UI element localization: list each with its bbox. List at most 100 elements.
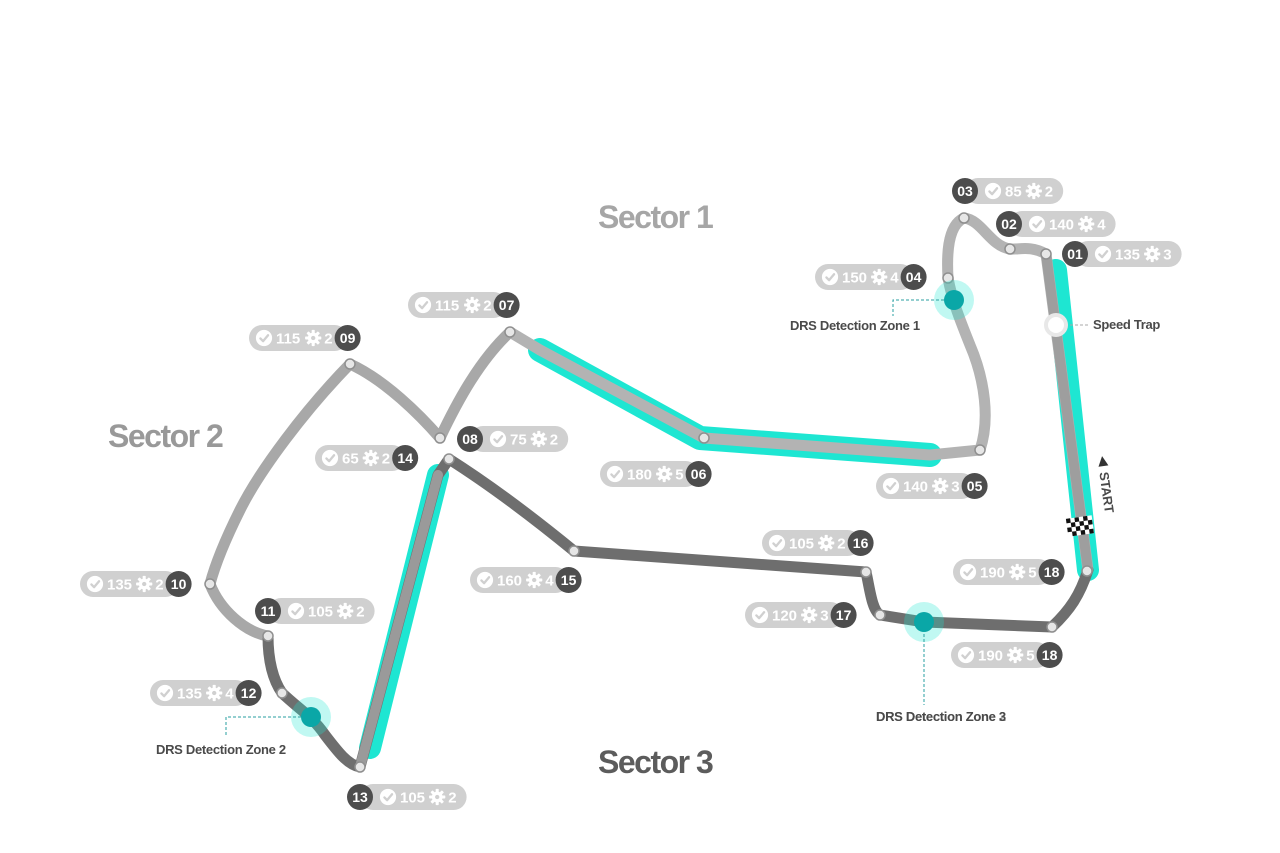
corner-number-badge bbox=[1036, 642, 1063, 668]
corner-dot-18b bbox=[1081, 565, 1093, 577]
corner-number-badge bbox=[347, 784, 373, 810]
corner-gear: 4 bbox=[890, 270, 899, 287]
gear-icon bbox=[526, 571, 543, 589]
drs-detection-1: DRS Detection Zone 1 bbox=[790, 280, 974, 333]
corner-gear: 2 bbox=[448, 790, 456, 807]
gear-icon bbox=[871, 268, 888, 286]
gear-icon bbox=[932, 477, 949, 495]
corner-number: 16 bbox=[853, 535, 869, 551]
corner-dot-06 bbox=[698, 432, 710, 444]
gear-icon bbox=[429, 788, 446, 806]
corner-number: 15 bbox=[561, 572, 577, 588]
corner-pill bbox=[315, 445, 406, 471]
corner-speed: 115 bbox=[435, 298, 459, 315]
corner-number-badge bbox=[1038, 559, 1065, 585]
corner-dot-08 bbox=[434, 432, 446, 444]
corner-gear: 2 bbox=[550, 432, 558, 449]
corner-gear: 5 bbox=[1026, 648, 1034, 665]
corner-speed: 115 bbox=[276, 331, 300, 348]
corner-number: 13 bbox=[352, 789, 368, 805]
track-sector-3-straight bbox=[355, 470, 443, 772]
sector-2-label: Sector 2 bbox=[108, 418, 223, 454]
corner-pill bbox=[249, 325, 348, 351]
speed-trap-marker: Speed Trap bbox=[1044, 313, 1161, 337]
speed-icon bbox=[1094, 245, 1112, 263]
corner-pill bbox=[600, 461, 699, 487]
corner-pill bbox=[470, 567, 569, 593]
corner-number: 03 bbox=[957, 183, 973, 199]
corner-gear: 2 bbox=[356, 604, 364, 621]
corner-speed: 105 bbox=[789, 536, 814, 553]
corner-number: 14 bbox=[397, 450, 413, 466]
corner-number-badge bbox=[255, 598, 281, 624]
corner-gear: 5 bbox=[675, 467, 683, 484]
corner-speed: 105 bbox=[400, 790, 425, 807]
corner-number-badge bbox=[334, 325, 361, 351]
drs-detection-3-label: DRS Detection Zone 3 bbox=[876, 709, 1006, 724]
speed-icon bbox=[321, 449, 339, 467]
gear-icon bbox=[1144, 245, 1161, 263]
speed-icon bbox=[379, 788, 397, 806]
speed-icon bbox=[751, 606, 769, 624]
corner-number-badge bbox=[847, 530, 874, 556]
speed-icon bbox=[255, 329, 273, 347]
gear-icon bbox=[1078, 215, 1095, 233]
track-sector-2 bbox=[204, 326, 516, 642]
drs-detection-2: DRS Detection Zone 2 bbox=[156, 697, 331, 757]
corner-number-badge bbox=[555, 567, 582, 593]
gear-icon bbox=[305, 329, 322, 347]
corner-speed: 140 bbox=[903, 479, 928, 496]
corner-gear: 2 bbox=[382, 451, 390, 468]
corner-speed: 190 bbox=[978, 648, 1003, 665]
gear-icon bbox=[1007, 646, 1024, 664]
corner-dot-13 bbox=[354, 761, 366, 773]
corner-gear: 3 bbox=[1163, 247, 1171, 264]
corner-number-badge bbox=[493, 292, 520, 318]
corner-number-badge bbox=[392, 445, 419, 471]
corner-number-badge bbox=[996, 211, 1022, 237]
corner-pill bbox=[80, 571, 179, 597]
corner-number: 07 bbox=[499, 297, 515, 313]
corner-pill bbox=[762, 530, 861, 556]
speed-icon bbox=[821, 268, 839, 286]
drs-detection-2b-label: DRS Detection Zone 2 bbox=[876, 709, 1006, 724]
corner-dot-16 bbox=[860, 566, 872, 578]
corner-number: 10 bbox=[171, 576, 187, 592]
start-text: START bbox=[1096, 471, 1117, 514]
corner-gear: 3 bbox=[951, 479, 959, 496]
corner-speed: 135 bbox=[107, 577, 132, 594]
corner-dot-09 bbox=[344, 358, 356, 370]
corner-gear: 2 bbox=[483, 298, 491, 315]
corner-gear: 2 bbox=[324, 331, 332, 348]
corner-gear: 2 bbox=[1045, 184, 1053, 201]
corner-dot-12 bbox=[276, 687, 288, 699]
corner-number: 06 bbox=[691, 466, 707, 482]
corner-number-badge bbox=[457, 426, 483, 452]
corner-dots bbox=[204, 212, 1093, 773]
corner-number-badge bbox=[900, 264, 927, 290]
corner-speed: 135 bbox=[1115, 247, 1140, 264]
corner-gear: 4 bbox=[545, 573, 554, 590]
corner-dot-18a bbox=[1046, 621, 1058, 633]
corner-pill bbox=[745, 602, 844, 628]
corner-dot-02 bbox=[1004, 243, 1016, 255]
speed-trap-label: Speed Trap bbox=[1093, 317, 1160, 332]
corner-number-badge bbox=[961, 473, 988, 499]
corner-speed: 150 bbox=[842, 270, 867, 287]
speed-icon bbox=[287, 602, 305, 620]
corner-number-badge bbox=[952, 178, 978, 204]
gear-icon bbox=[337, 602, 354, 620]
corner-number: 05 bbox=[967, 478, 983, 494]
speed-icon bbox=[984, 182, 1002, 200]
gear-icon bbox=[530, 430, 547, 448]
drs-detection-2-label: DRS Detection Zone 2 bbox=[156, 742, 286, 757]
